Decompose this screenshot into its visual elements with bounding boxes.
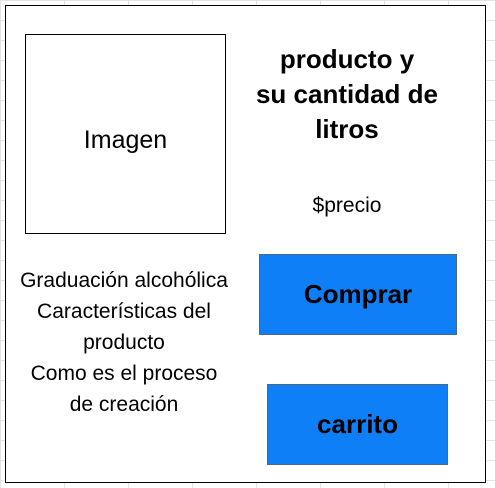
product-image-placeholder: Imagen <box>25 34 226 234</box>
product-card: Imagen producto y su cantidad de litros … <box>5 5 486 483</box>
product-title-line: producto y <box>279 44 415 74</box>
cart-button-label: carrito <box>317 409 398 439</box>
cart-button[interactable]: carrito <box>267 384 448 465</box>
product-title: producto y su cantidad de litros <box>232 42 462 147</box>
description-line: producto <box>83 331 165 354</box>
description-line: Características del <box>37 300 211 323</box>
buy-button-label: Comprar <box>303 279 413 309</box>
buy-button[interactable]: Comprar <box>259 254 457 335</box>
description-line: Graduación alcohólica <box>20 269 228 292</box>
product-price: $precio <box>312 194 382 217</box>
image-placeholder-label: Imagen <box>83 125 168 154</box>
description-line: de creación <box>69 393 179 416</box>
product-description: Graduación alcohólica Características de… <box>0 265 251 420</box>
description-line: Como es el proceso <box>30 362 218 385</box>
product-title-line: litros <box>315 114 379 144</box>
product-title-line: su cantidad de <box>255 79 439 109</box>
